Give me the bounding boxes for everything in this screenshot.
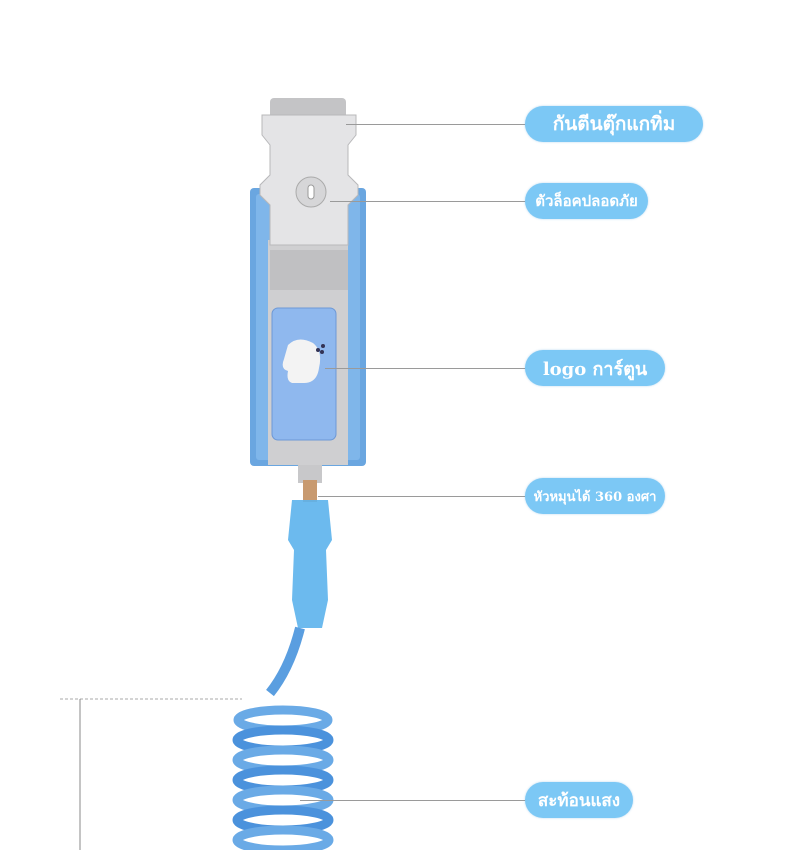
callout-line [330, 201, 526, 202]
callout-line [300, 800, 526, 801]
callout-line [346, 124, 526, 125]
label-anti-pinch: กันตีนตุ๊กแกทิ่ม [525, 106, 703, 142]
label-reflective: สะท้อนแสง [525, 782, 633, 818]
swivel-connector [303, 480, 317, 502]
blue-plastic-connector [288, 500, 332, 628]
callout-line [318, 496, 526, 497]
elephant-logo-icon [282, 339, 321, 383]
label-rotate-360: หัวหมุนได้ 360 องศา [525, 478, 665, 514]
label-safety-lock: ตัวล็อคปลอดภัย [525, 183, 648, 219]
callout-line [325, 368, 526, 369]
reflective-coil-cable [232, 705, 334, 850]
label-cartoon-logo: logo การ์ตูน [525, 350, 665, 386]
